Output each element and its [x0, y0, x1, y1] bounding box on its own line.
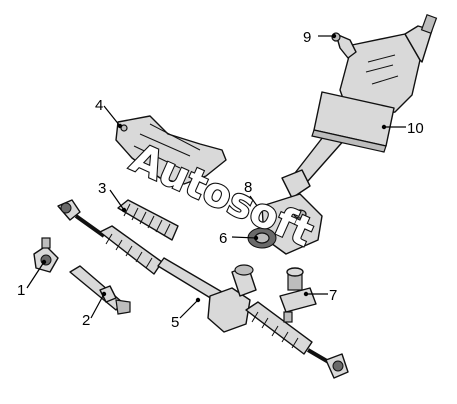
ball-joint: [33, 237, 59, 273]
callout-4: 4: [95, 97, 103, 114]
steering-column: [281, 14, 438, 199]
mounting-bolt: [69, 265, 131, 315]
steering-rack: [57, 199, 349, 379]
pressure-valve: [279, 267, 317, 323]
heat-shield: [115, 115, 227, 185]
callout-3: 3: [98, 180, 106, 197]
callout-2: 2: [82, 312, 90, 329]
callout-7: 7: [329, 287, 337, 304]
callout-5: 5: [171, 314, 179, 331]
rack-gaiter: [117, 199, 179, 241]
callout-8: 8: [244, 179, 252, 196]
leader-lines: [26, 33, 406, 319]
callout-1: 1: [17, 282, 25, 299]
callout-10: 10: [407, 120, 424, 137]
callout-9: 9: [303, 29, 311, 46]
callout-6: 6: [219, 230, 227, 247]
